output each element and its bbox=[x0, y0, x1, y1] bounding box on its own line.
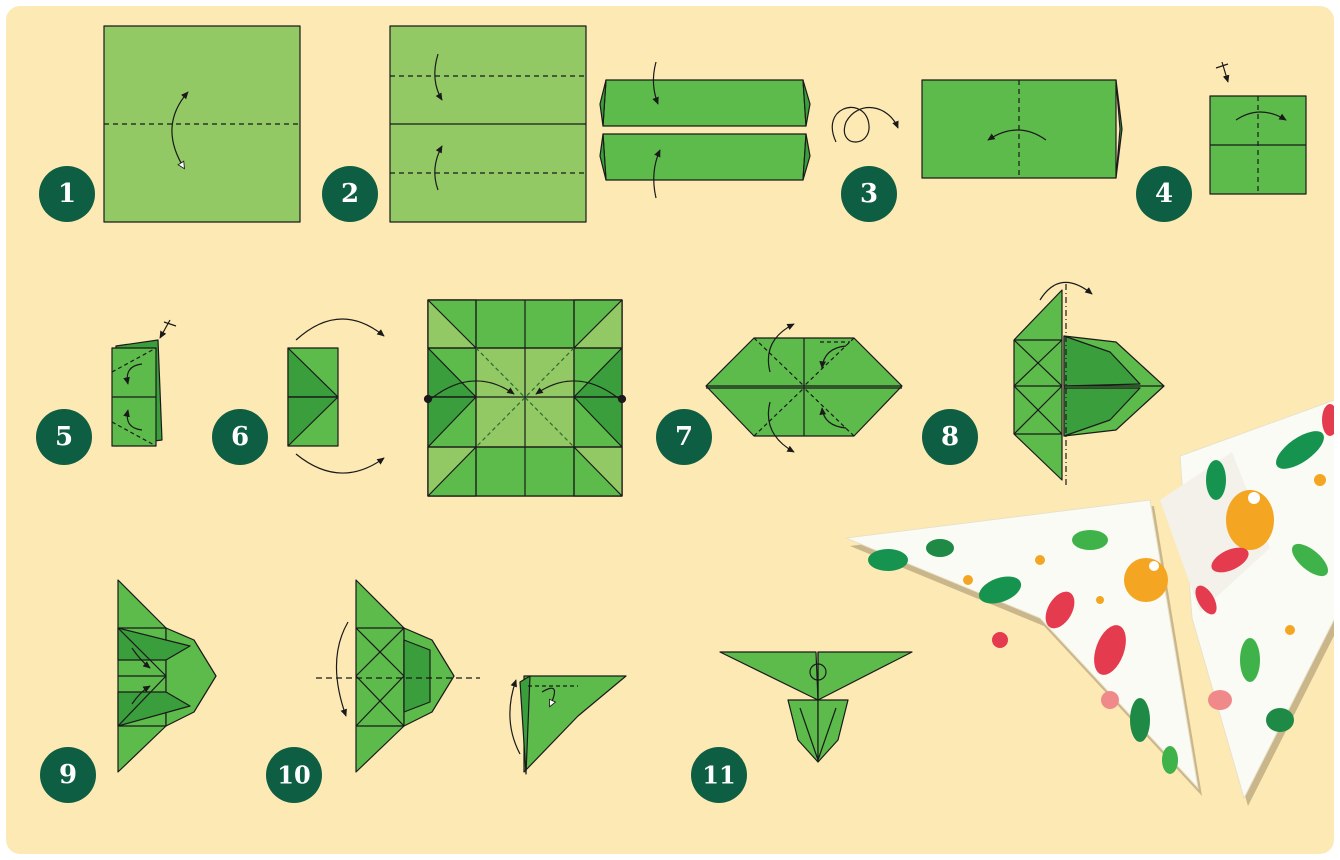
step-number: 4 bbox=[1155, 179, 1173, 209]
step-badge-11: 11 bbox=[691, 747, 747, 803]
step-number: 9 bbox=[59, 760, 77, 790]
step-number: 1 bbox=[58, 179, 76, 209]
step-badge-4: 4 bbox=[1136, 166, 1192, 222]
step-badge-2: 2 bbox=[322, 166, 378, 222]
step-number: 3 bbox=[860, 179, 878, 209]
step-number: 6 bbox=[231, 422, 249, 452]
step-1-diagram bbox=[104, 26, 300, 222]
step-badge-10: 10 bbox=[266, 747, 322, 803]
step-badge-3: 3 bbox=[841, 166, 897, 222]
step-badge-1: 1 bbox=[39, 166, 95, 222]
step-number: 10 bbox=[277, 761, 310, 790]
step-number: 8 bbox=[941, 422, 959, 452]
step-number: 11 bbox=[702, 761, 735, 790]
step-badge-6: 6 bbox=[212, 409, 268, 465]
step-number: 7 bbox=[675, 422, 693, 452]
step-badge-9: 9 bbox=[40, 747, 96, 803]
step-badge-7: 7 bbox=[656, 409, 712, 465]
step-number: 2 bbox=[341, 179, 359, 209]
step-number: 5 bbox=[55, 422, 73, 452]
step-badge-5: 5 bbox=[36, 409, 92, 465]
step-badge-8: 8 bbox=[922, 409, 978, 465]
